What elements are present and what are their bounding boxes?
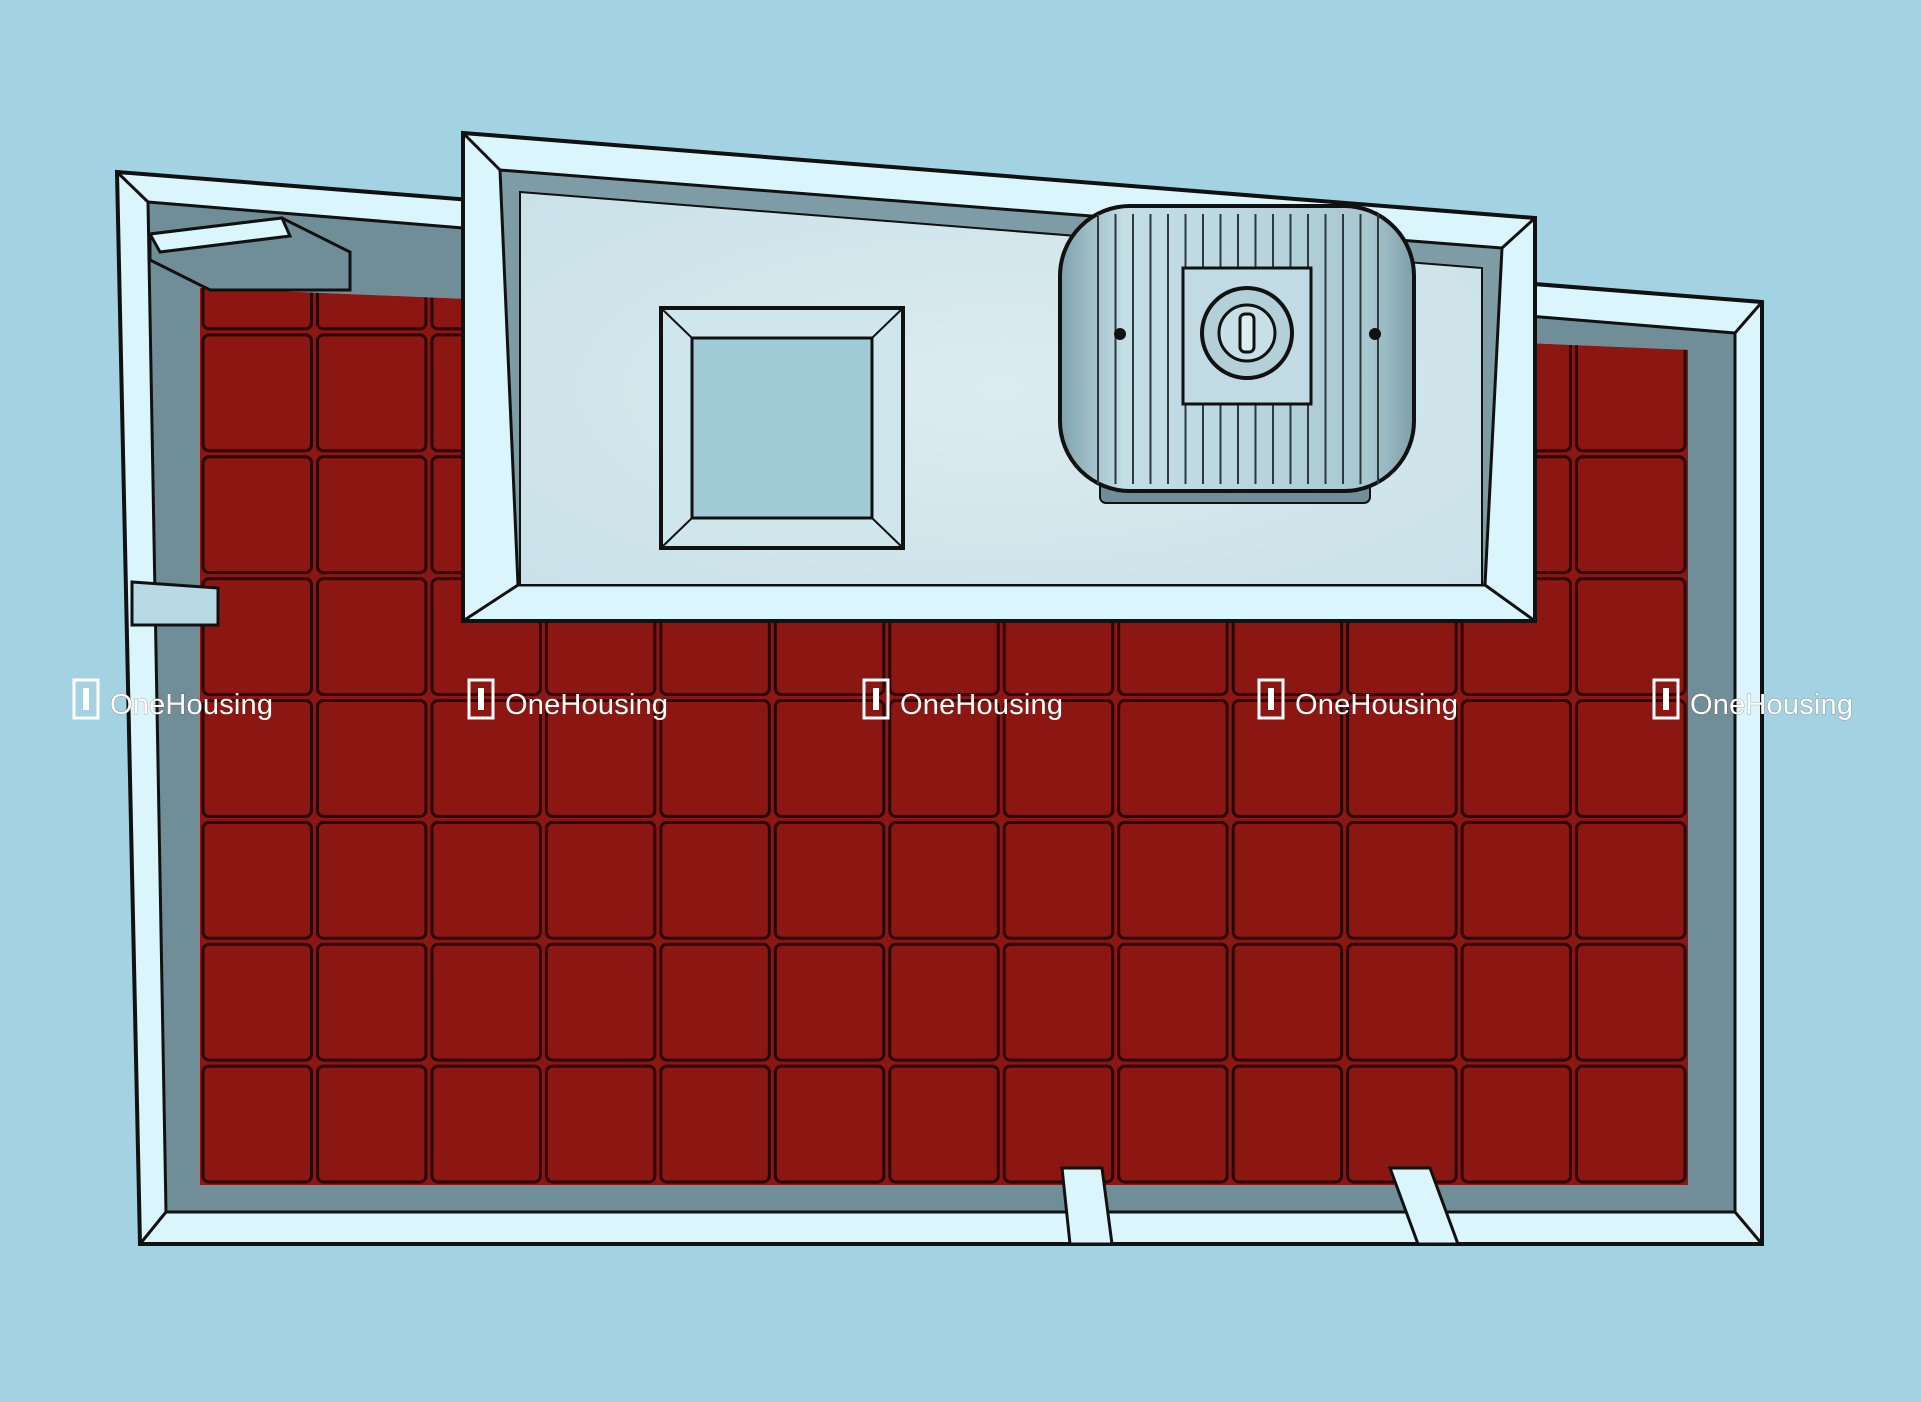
floor-tile (1577, 91, 1685, 207)
floor-tile (1231, 820, 1344, 940)
watermark-text: OneHousing (505, 689, 668, 721)
floor-tile (1231, 699, 1344, 818)
floor-tile (1462, 91, 1570, 207)
watermark-logo-icon (72, 678, 100, 720)
floor-tile (1117, 1064, 1229, 1184)
floor-tile (430, 699, 542, 818)
floor-tile (1002, 820, 1115, 940)
floor-tile (1348, 91, 1456, 207)
floor-tile (1460, 1064, 1573, 1184)
floor-tile (315, 455, 428, 575)
floor-tile (1575, 333, 1687, 453)
floor-tile (544, 1064, 657, 1184)
floor-tile (1231, 1064, 1344, 1184)
floor-tile (315, 288, 428, 331)
floor-tile (315, 820, 428, 940)
floor-tile (888, 820, 1000, 940)
watermark-text: OneHousing (110, 689, 273, 721)
floor-tile (315, 699, 428, 818)
floor-tile (888, 942, 1000, 1062)
floor-tile (315, 942, 428, 1062)
floor-tile (315, 577, 428, 696)
floor-tile (201, 699, 313, 818)
floor-tile (1460, 820, 1573, 940)
floor-tile (201, 333, 313, 453)
floor-tile (659, 699, 771, 818)
floor-tile (201, 288, 313, 331)
watermark-text: OneHousing (900, 689, 1063, 721)
floor-tile (1002, 1064, 1115, 1184)
watermark-layer: OneHousing OneHousing OneHousing OneHousing… (72, 678, 1854, 722)
square-hatch (659, 306, 905, 550)
floor-tile (1575, 820, 1687, 940)
watermark-text: OneHousing (1295, 689, 1458, 721)
wall-stubs (130, 216, 1461, 1246)
floor-tile (1346, 1064, 1458, 1184)
floor-tile (430, 942, 542, 1062)
floor-tile (659, 1064, 771, 1184)
floor-tile (544, 820, 657, 940)
watermark-logo-icon (1257, 678, 1285, 720)
floor-tile (1002, 942, 1115, 1062)
floor-tile (1231, 942, 1344, 1062)
watermark-text: OneHousing (1690, 689, 1853, 721)
floor-tile (773, 942, 886, 1062)
floor-tile (201, 577, 313, 696)
watermark-logo-icon (467, 678, 495, 720)
watermark: OneHousing (1652, 678, 1854, 722)
floor-tile (315, 1064, 428, 1184)
floor-tile (1346, 699, 1458, 818)
water-tank (1058, 204, 1416, 504)
floor-tile (888, 1064, 1000, 1184)
floor-tile (201, 455, 313, 575)
floor-tile (1460, 699, 1573, 818)
watermark-logo-icon (1652, 678, 1680, 720)
floor-tile (1575, 455, 1687, 575)
floor-tile (659, 820, 771, 940)
floor-tile (773, 820, 886, 940)
floor-tile (888, 699, 1000, 818)
watermark: OneHousing (467, 678, 669, 722)
floor-tile (1117, 820, 1229, 940)
floor-tile (1117, 942, 1229, 1062)
floor-tile (659, 942, 771, 1062)
floor-tile (1002, 699, 1115, 818)
floor-tile (1233, 91, 1341, 207)
floor-tile (201, 1064, 313, 1184)
floor-tile (773, 699, 886, 818)
floor-tile (1346, 820, 1458, 940)
floor-tile (430, 820, 542, 940)
floor-tile (773, 1064, 886, 1184)
floor-tile (544, 942, 657, 1062)
floor-tile (315, 333, 428, 453)
watermark: OneHousing (862, 678, 1064, 722)
floor-tile (1346, 942, 1458, 1062)
watermark: OneHousing (1257, 678, 1459, 722)
floor-tile (1460, 942, 1573, 1062)
floor-tile (1575, 942, 1687, 1062)
floor-tile (544, 699, 657, 818)
floor-tile (201, 820, 313, 940)
floor-tile (1575, 577, 1687, 696)
floor-tile (430, 1064, 542, 1184)
floor-tile (1575, 699, 1687, 818)
floor-tile (1575, 1064, 1687, 1184)
floor-tile (1117, 699, 1229, 818)
floor-tile (201, 942, 313, 1062)
watermark: OneHousing (72, 678, 274, 722)
watermark-logo-icon (862, 678, 890, 720)
